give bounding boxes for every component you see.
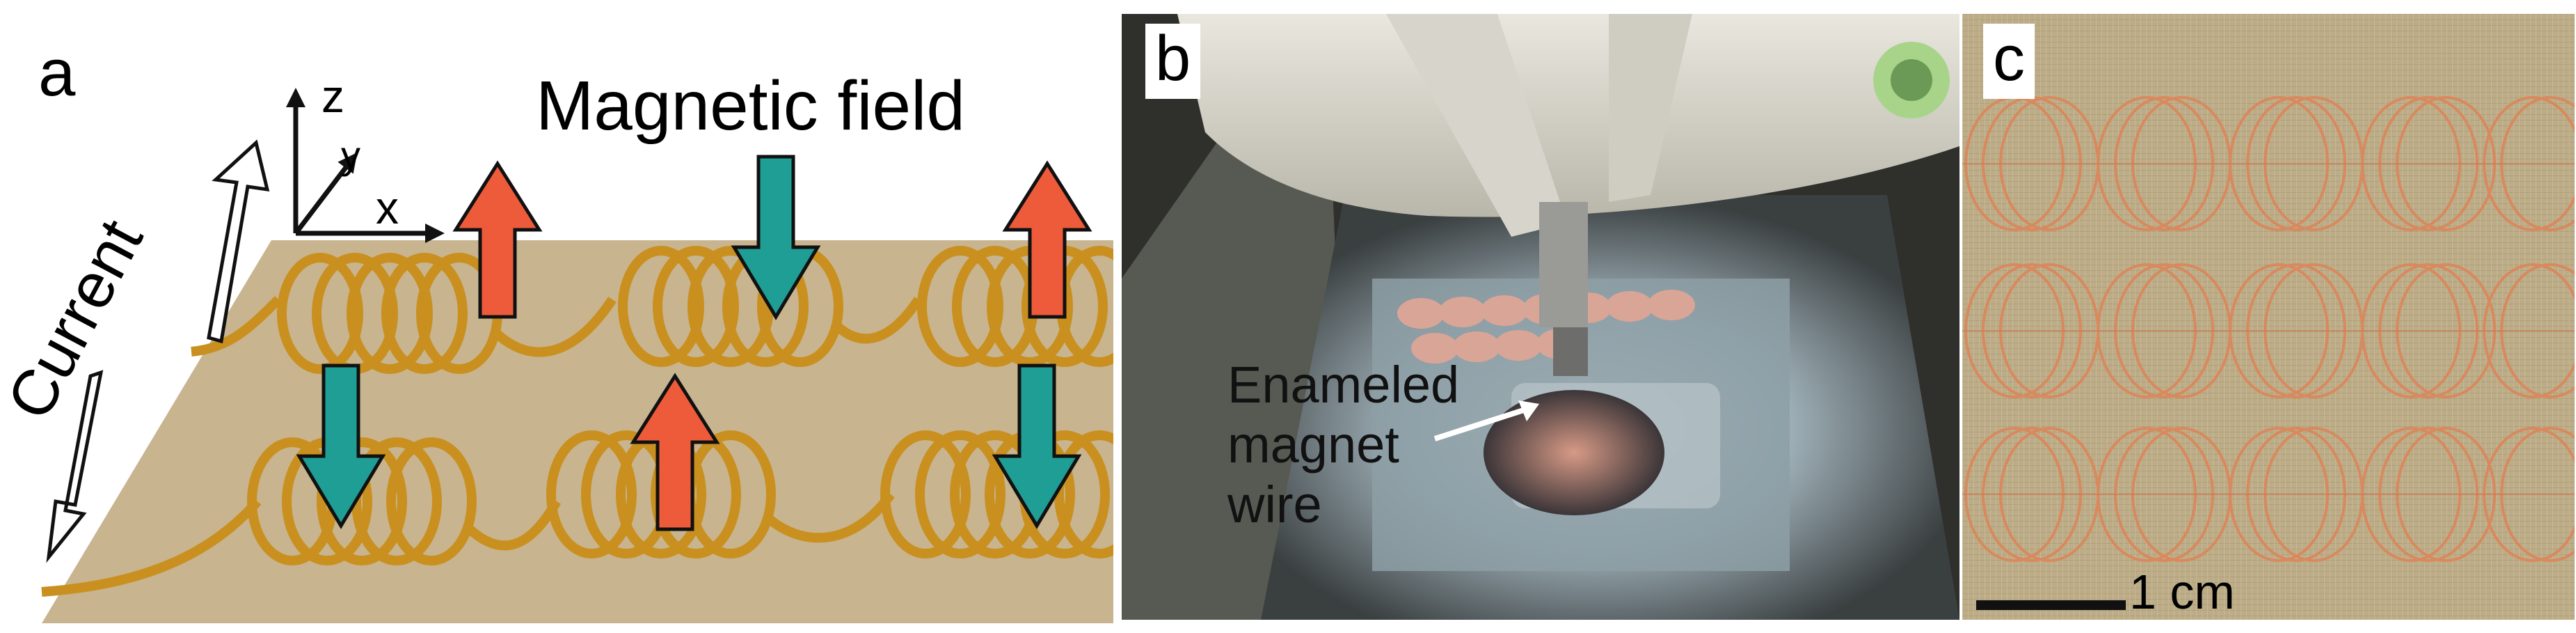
annotation-line-1: Enameled [1227, 356, 1460, 414]
field-down-arrow-1 [731, 155, 821, 320]
scale-bar [1976, 600, 2126, 610]
field-up-arrow-1 [452, 160, 543, 319]
panel-label-a: a [38, 36, 76, 110]
current-arrow-down [46, 370, 104, 563]
embroidered-coil-photo [1962, 14, 2575, 620]
annotation-line-3: wire [1227, 476, 1322, 533]
annotation-line-2: magnet [1227, 416, 1399, 474]
wire-pointer-arrow [1433, 405, 1534, 441]
field-down-arrow-3 [992, 364, 1082, 529]
field-up-arrow-3 [630, 373, 720, 531]
current-arrow-up [207, 139, 270, 344]
axis-x-label: x [376, 182, 399, 233]
sewing-machine-photo [1122, 14, 1959, 620]
field-down-arrow-2 [296, 364, 386, 529]
enameled-wire-annotation: Enameled magnet wire [1227, 355, 1459, 535]
panel-b-sewing-photo: b Enameled magnet wire [1122, 14, 1959, 620]
panel-a-coil-diagram: a Magnetic field Current z y x [0, 0, 1113, 633]
axis-y-label: y [341, 133, 360, 177]
panel-label-c: c [1983, 24, 2035, 99]
magnetic-field-title: Magnetic field [536, 67, 965, 145]
panel-c-embroidered-coils: c 1 cm [1962, 14, 2575, 620]
field-up-arrow-2 [1002, 160, 1092, 319]
axis-z-label: z [321, 70, 344, 122]
panel-label-b: b [1145, 24, 1201, 99]
scale-bar-label: 1 cm [2129, 565, 2235, 619]
coordinate-axes [286, 88, 445, 243]
coil-diagram-graphic [41, 88, 1113, 623]
